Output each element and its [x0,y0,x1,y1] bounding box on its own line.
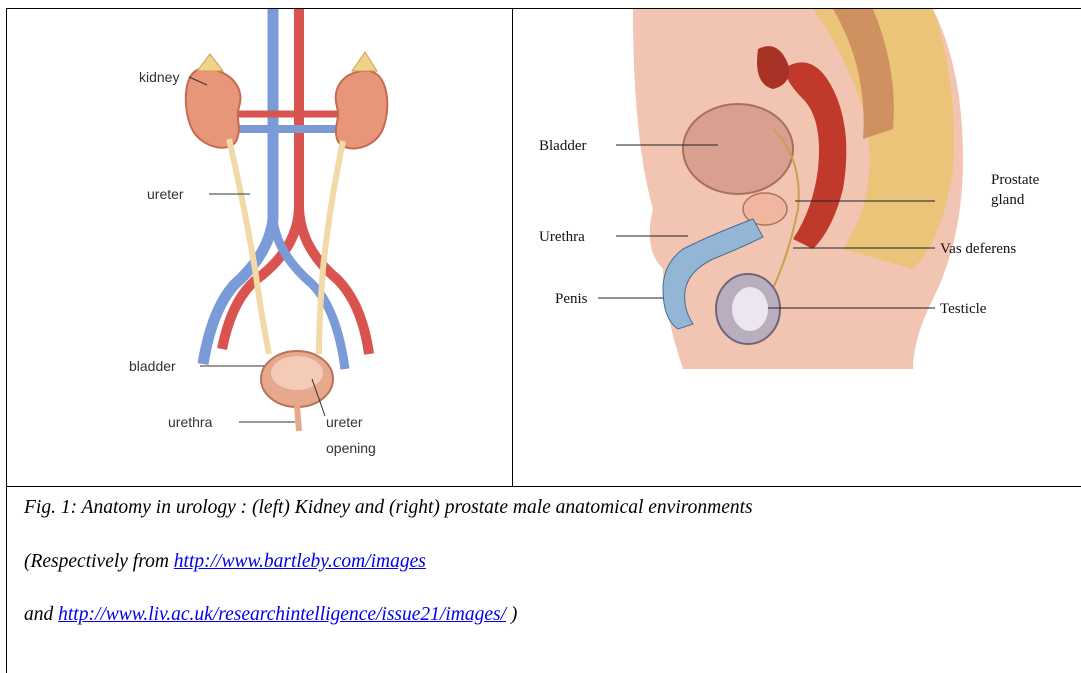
bartleby-link[interactable]: http://www.bartleby.com/images [174,551,426,572]
label-testicle: Testicle [940,301,987,317]
label-ureter: ureter [147,186,184,202]
figure-table: kidney ureter bladder urethra ureter ope… [6,8,1081,673]
label-bladder-right: Bladder [539,138,586,154]
caption-line-2: (Respectively from http://www.bartleby.c… [24,551,426,573]
urethra-tube [297,406,299,431]
left-kidney [186,69,241,148]
bladder-organ-sagittal [683,104,793,194]
urinary-system-illustration: kidney ureter bladder urethra ureter ope… [7,9,512,486]
label-penis: Penis [555,291,588,307]
label-urethra: urethra [168,414,213,430]
label-bladder: bladder [129,358,176,374]
label-prostate-line2: gland [991,192,1025,208]
prostate-anatomy-figure: Bladder Urethra Penis Prostate gland Vas… [513,9,1081,486]
left-adrenal-gland [197,54,223,71]
label-vas-deferens: Vas deferens [940,241,1016,257]
liverpool-link[interactable]: http://www.liv.ac.uk/researchintelligenc… [58,604,506,625]
table-border-row [6,486,1081,487]
label-prostate-line1: Prostate [991,172,1040,188]
label-urethra-right: Urethra [539,229,585,245]
label-ureter-opening-line1: ureter [326,414,363,430]
right-adrenal-gland [352,52,377,71]
prostate-anatomy-illustration: Bladder Urethra Penis Prostate gland Vas… [513,9,1081,486]
caption-line-3: and http://www.liv.ac.uk/researchintelli… [24,604,517,626]
urinary-system-figure: kidney ureter bladder urethra ureter ope… [7,9,512,486]
caption-line-2-prefix: (Respectively from [24,551,174,572]
label-ureter-opening-line2: opening [326,440,376,456]
caption-line-3-prefix: and [24,604,58,625]
caption-line-1: Fig. 1: Anatomy in urology : (left) Kidn… [24,497,753,519]
caption-line-3-suffix: ) [506,604,517,625]
label-kidney: kidney [139,69,179,85]
bladder-interior [271,356,323,390]
testicle-organ [732,287,768,331]
right-kidney [336,71,388,149]
